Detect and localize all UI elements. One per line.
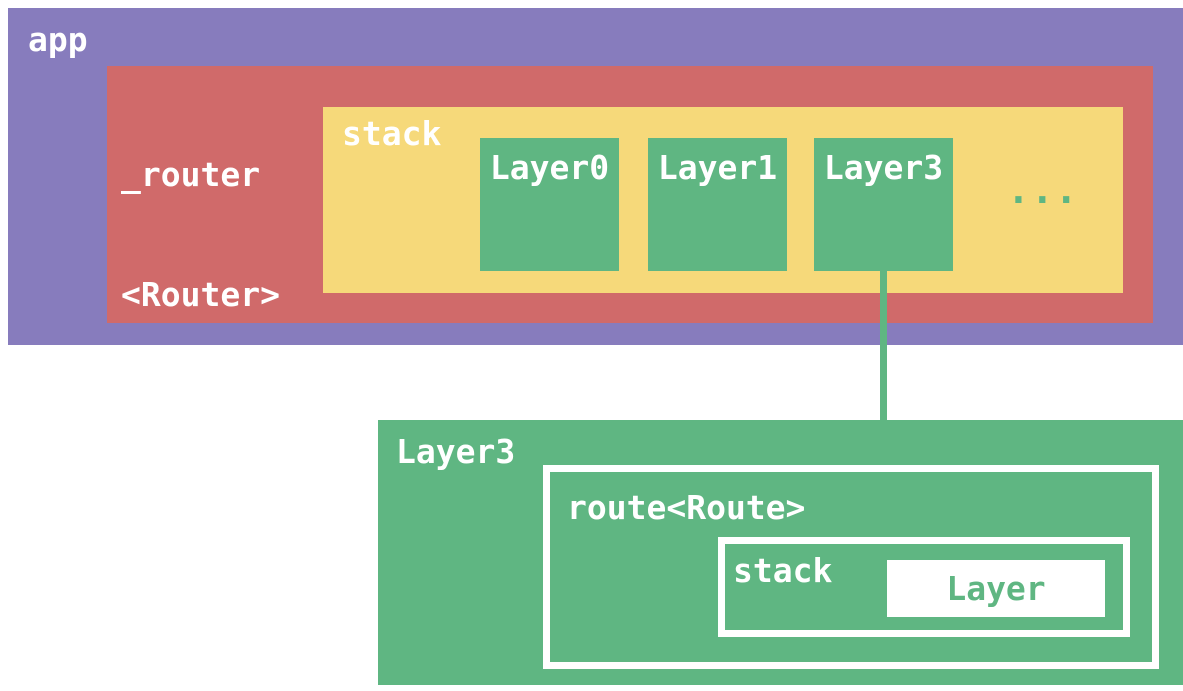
stack-box: stack Layer0 Layer1 Layer3 ... bbox=[323, 107, 1123, 293]
router-box-label: _router <Router> bbox=[121, 78, 280, 392]
stack-box-label: stack bbox=[342, 114, 442, 153]
app-box: app _router <Router> stack Layer0 Layer1… bbox=[8, 8, 1183, 345]
ellipsis-dots: ... bbox=[1007, 168, 1079, 212]
layer-box-layer3: Layer3 bbox=[814, 138, 953, 271]
layer-white-box: Layer bbox=[887, 560, 1105, 617]
router-label-line2: <Router> bbox=[121, 274, 280, 314]
layer-box-layer1: Layer1 bbox=[648, 138, 787, 271]
route-box-label: route<Route> bbox=[567, 488, 806, 527]
layer-box-label: Layer0 bbox=[489, 148, 610, 187]
layer-box-layer0: Layer0 bbox=[480, 138, 619, 271]
connector-line-layer3 bbox=[880, 271, 887, 421]
layer-box-label: Layer1 bbox=[657, 148, 778, 187]
router-box: _router <Router> stack Layer0 Layer1 Lay… bbox=[107, 66, 1153, 323]
detail-stack-label: stack bbox=[733, 551, 833, 590]
layer-white-label: Layer bbox=[946, 569, 1046, 608]
route-box: route<Route> stack Layer bbox=[543, 465, 1159, 669]
detail-layer3-box: Layer3 route<Route> stack Layer bbox=[378, 420, 1183, 685]
detail-stack-box: stack Layer bbox=[718, 537, 1130, 637]
detail-layer3-label: Layer3 bbox=[396, 432, 516, 471]
router-label-line1: _router bbox=[121, 154, 261, 194]
layer-box-label: Layer3 bbox=[823, 148, 944, 187]
app-box-label: app bbox=[28, 20, 88, 59]
